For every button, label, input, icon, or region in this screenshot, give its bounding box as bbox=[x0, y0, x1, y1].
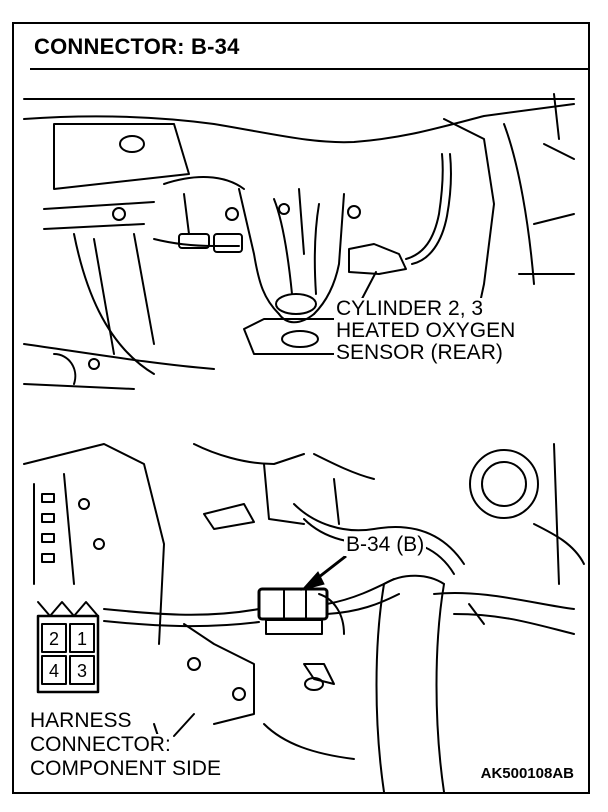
harness-caption-line1: HARNESS bbox=[28, 709, 134, 732]
figure-title: CONNECTOR: B-34 bbox=[34, 34, 240, 59]
lower-harness-drawing bbox=[23, 443, 585, 792]
line-art: 2 1 4 3 bbox=[23, 93, 585, 792]
pin-1: 1 bbox=[77, 629, 87, 649]
pin-2: 2 bbox=[49, 629, 59, 649]
upper-callout-line1: CYLINDER 2, 3 bbox=[334, 297, 486, 320]
harness-connector-face bbox=[36, 601, 100, 694]
upper-callout-line2: HEATED OXYGEN bbox=[334, 319, 518, 342]
pin-labels: 2 1 4 3 bbox=[49, 629, 87, 681]
pointer-arrow bbox=[300, 554, 347, 591]
figure-code: AK500108AB bbox=[480, 765, 574, 782]
pin-3: 3 bbox=[77, 661, 87, 681]
pin-4: 4 bbox=[49, 661, 59, 681]
connector-callout: B-34 (B) bbox=[344, 533, 427, 556]
upper-engine-drawing bbox=[23, 93, 575, 390]
title-divider bbox=[30, 68, 590, 70]
harness-caption-line3: COMPONENT SIDE bbox=[28, 757, 223, 780]
upper-callout-line3: SENSOR (REAR) bbox=[334, 341, 505, 364]
harness-caption-line2: CONNECTOR: bbox=[28, 733, 173, 756]
figure-frame: CONNECTOR: B-34 bbox=[12, 22, 590, 794]
